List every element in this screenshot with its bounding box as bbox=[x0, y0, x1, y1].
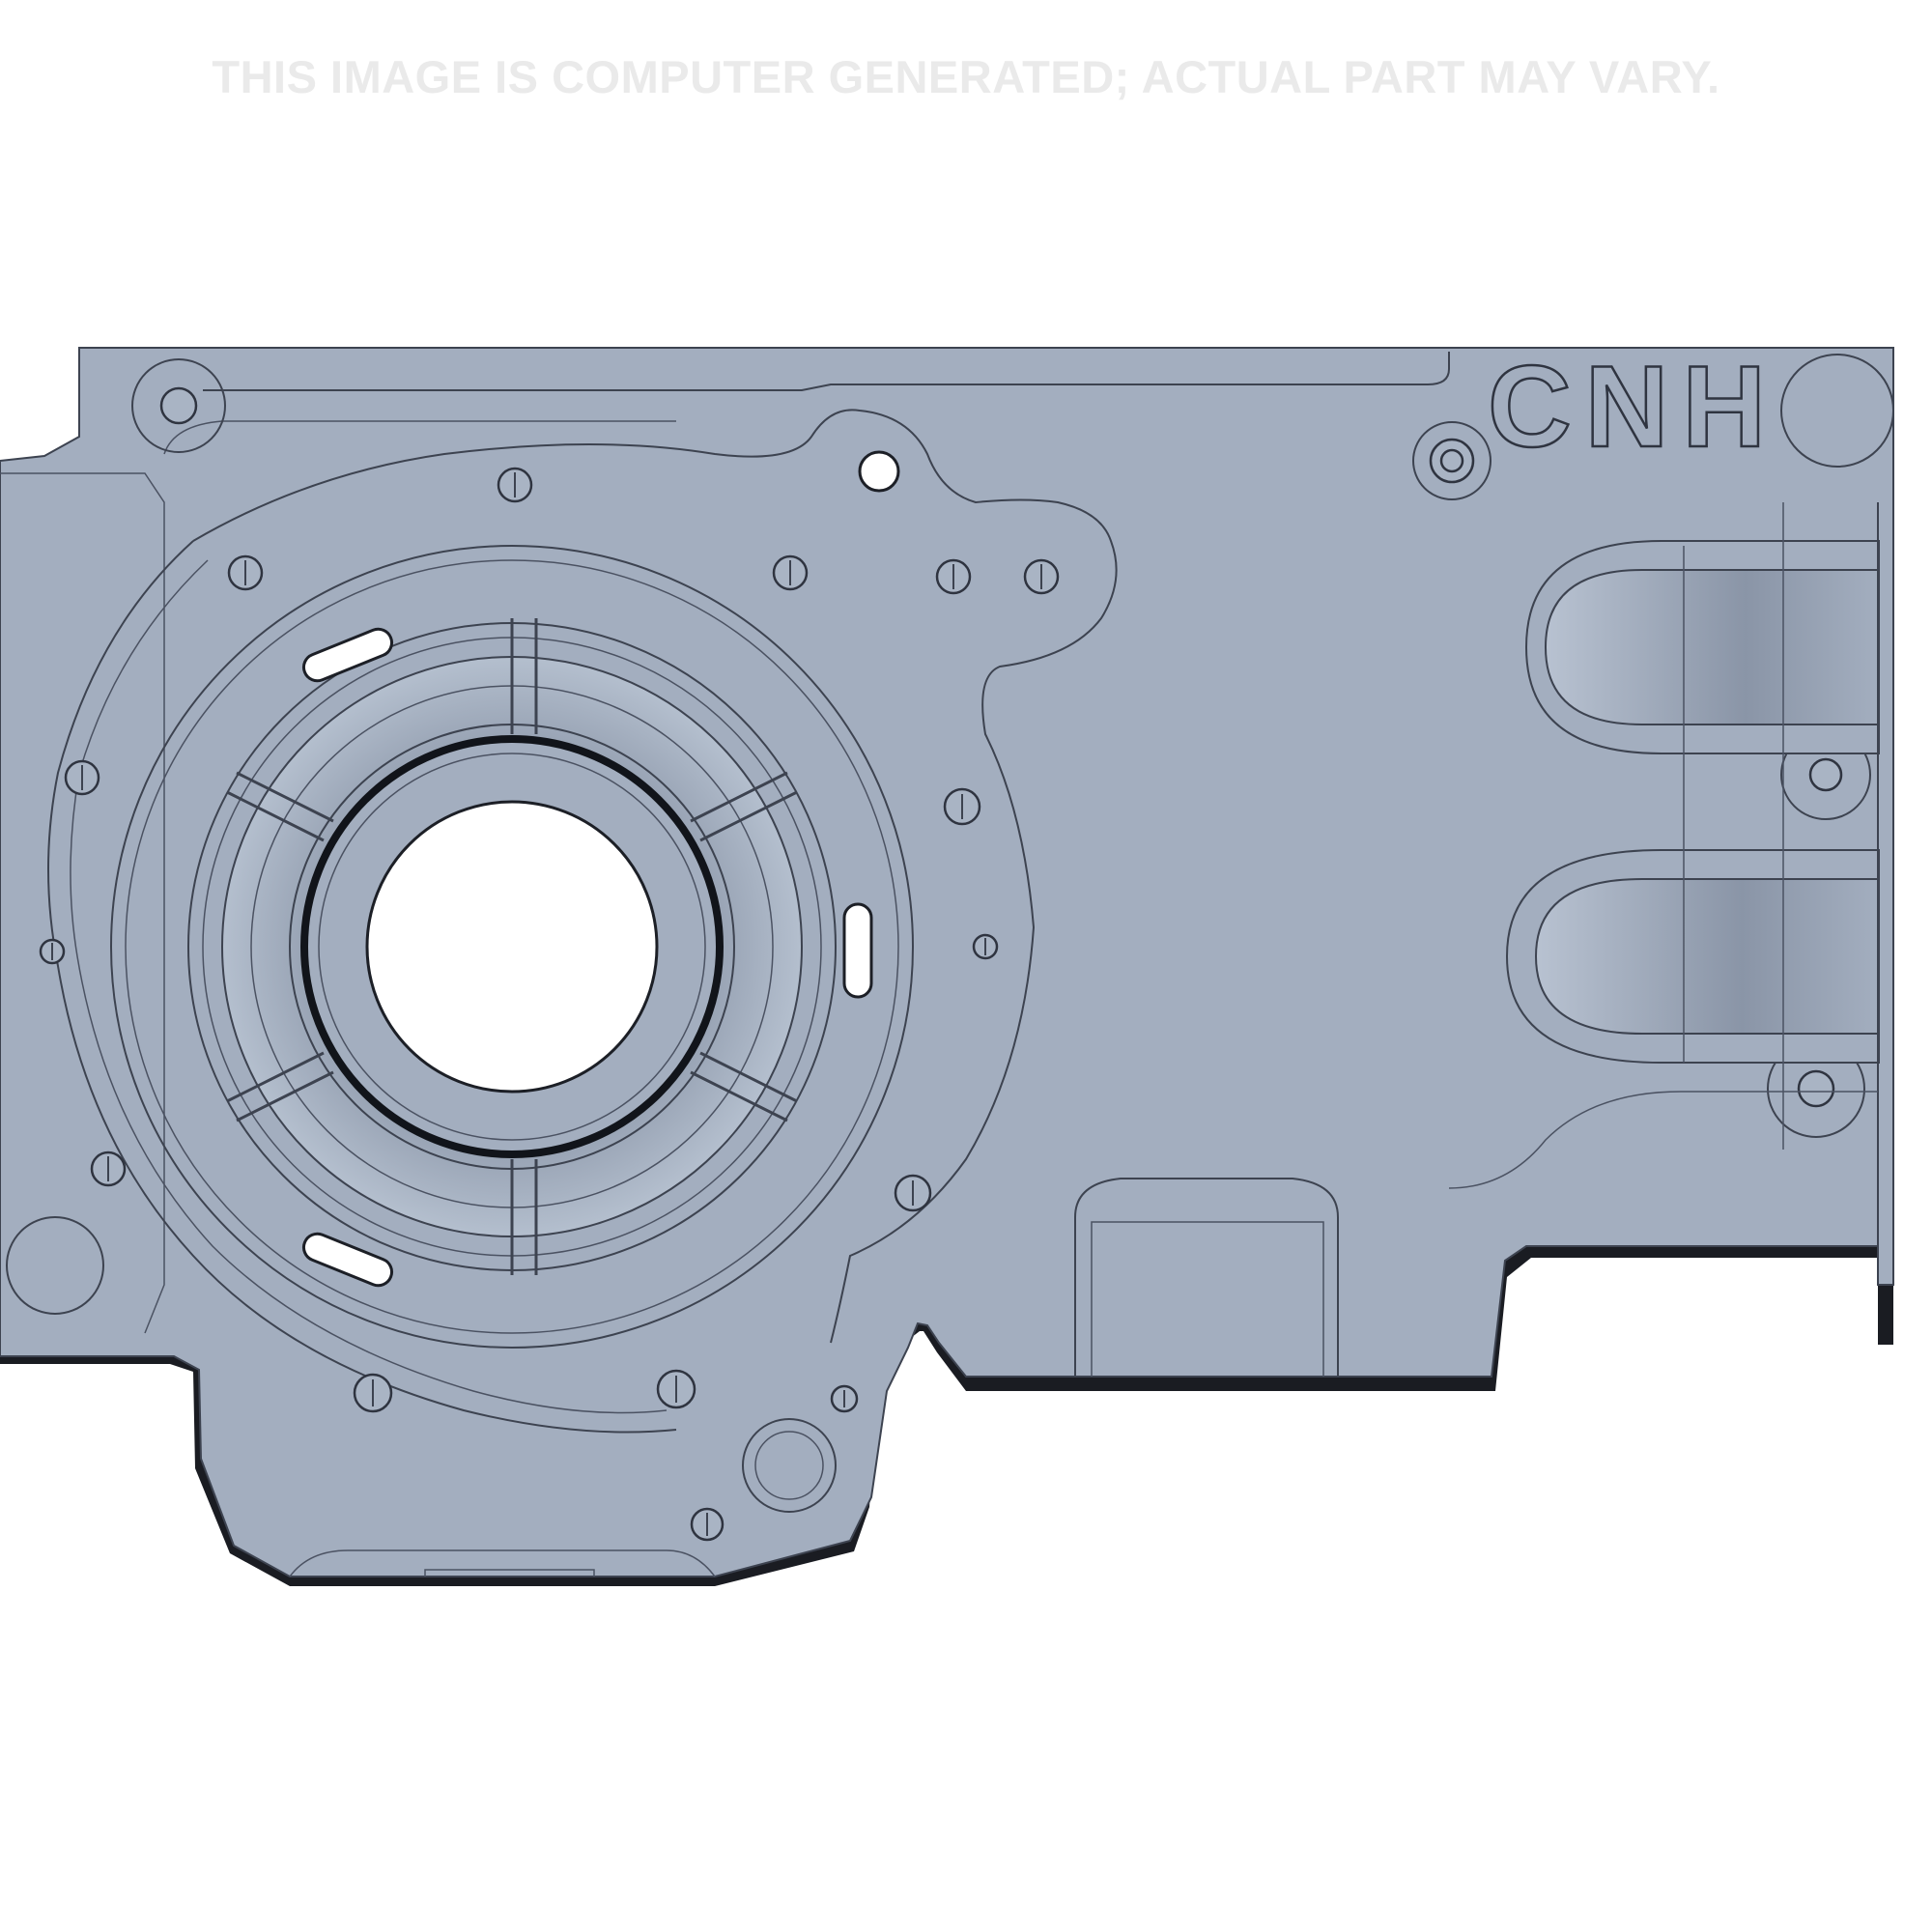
bottom-pocket bbox=[1074, 1178, 1339, 1378]
slot-bottom-left bbox=[301, 1232, 394, 1288]
part-body bbox=[0, 347, 1894, 1577]
main-bore bbox=[365, 800, 659, 1094]
corner-bosses bbox=[6, 354, 1894, 1513]
slot-top-left bbox=[301, 627, 394, 683]
oil-slots bbox=[301, 627, 873, 1288]
dowel-hole bbox=[858, 450, 900, 493]
slot-right bbox=[842, 902, 873, 999]
disclaimer-text: THIS IMAGE IS COMPUTER GENERATED; ACTUAL… bbox=[212, 51, 1720, 102]
right-bosses bbox=[1448, 502, 1880, 1246]
flange-bolts bbox=[39, 467, 1060, 1542]
cnh-logo: CNH bbox=[1488, 342, 1779, 471]
